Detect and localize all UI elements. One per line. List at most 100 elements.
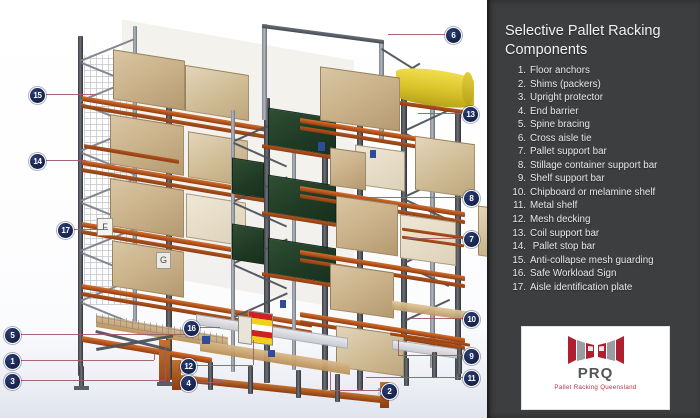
component-number: 2. <box>517 78 526 90</box>
component-number: 1. <box>517 65 526 76</box>
component-number: 4. <box>517 105 526 117</box>
leader-line-10 <box>410 318 463 319</box>
leader-line-3-riser <box>165 348 166 380</box>
component-list-item-9: 9.Shelf support bar <box>509 172 699 186</box>
leader-line-7 <box>406 238 463 239</box>
leader-line-9-riser <box>398 340 399 355</box>
component-number: 3. <box>517 92 526 104</box>
frame-tag <box>370 150 376 158</box>
component-list-item-3: 3. Upright protector <box>509 91 699 105</box>
carton <box>415 135 475 199</box>
component-number: 16. <box>512 268 526 280</box>
leader-line-8 <box>352 197 463 198</box>
leader-line-1 <box>19 360 154 361</box>
component-number: 6. <box>517 132 526 144</box>
carton <box>336 195 398 257</box>
carton <box>330 147 366 191</box>
component-label: Stillage container support bar <box>530 159 658 171</box>
logo-card: PRQ Pallet Racking Queensland <box>521 326 670 410</box>
component-label: Floor anchors <box>530 65 590 76</box>
callout-4[interactable]: 4 <box>180 375 197 392</box>
component-list-item-1: 1. Floor anchors <box>509 64 699 78</box>
upright-rear-left <box>78 36 83 376</box>
component-number: 15. <box>512 254 526 266</box>
upright-protector <box>159 340 170 384</box>
logo-tagline: Pallet Racking Queensland <box>554 384 637 391</box>
leader-line-4 <box>195 382 225 383</box>
upright-base <box>208 362 213 390</box>
aisle-identification-plate: F <box>97 218 113 236</box>
leader-line-12 <box>195 365 253 366</box>
safe-workload-sign-side <box>238 315 252 345</box>
leader-line-12-riser <box>253 340 254 365</box>
component-number: 11. <box>513 200 526 212</box>
component-list-item-10: 10.Chipboard or melamine shelf <box>509 186 699 200</box>
component-list-item-14: 14. Pallet stop bar <box>509 240 699 254</box>
component-list-item-6: 6. Cross aisle tie <box>509 132 699 146</box>
component-label: Chipboard or melamine shelf <box>530 186 656 198</box>
component-label: Upright protector <box>530 92 603 104</box>
component-list-item-7: 7. Pallet support bar <box>509 145 699 159</box>
component-list-item-2: 2. Shims (packers) <box>509 78 699 92</box>
frame-tag <box>268 350 275 357</box>
callout-9[interactable]: 9 <box>463 348 480 365</box>
callout-17[interactable]: 17 <box>57 222 74 239</box>
component-label: Anti-collapse mesh guarding <box>530 254 654 266</box>
prq-logo-mark <box>567 336 624 364</box>
component-label: Mesh decking <box>530 214 591 226</box>
leader-line-14 <box>44 160 86 161</box>
callout-6[interactable]: 6 <box>445 27 462 44</box>
carton <box>478 205 487 261</box>
frame-tag <box>280 300 286 308</box>
component-list-item-15: 15. Anti-collapse mesh guarding <box>509 254 699 268</box>
component-number: 5. <box>517 119 526 131</box>
leader-line-16 <box>198 327 220 328</box>
leader-line-6 <box>388 34 445 35</box>
upright-base <box>404 358 409 386</box>
component-label: Cross aisle tie <box>530 132 592 144</box>
leader-line-5 <box>19 334 191 335</box>
component-label: Pallet stop bar <box>530 241 596 253</box>
component-list-item-11: 11. Metal shelf <box>509 199 699 213</box>
callout-16[interactable]: 16 <box>183 320 200 337</box>
upright-base <box>335 374 340 402</box>
callout-11[interactable]: 11 <box>463 370 480 387</box>
callout-15[interactable]: 15 <box>29 87 46 104</box>
upright-base <box>432 352 437 378</box>
component-label: Shims (packers) <box>530 78 601 90</box>
callout-12[interactable]: 12 <box>180 358 197 375</box>
upright-mid-a <box>264 98 270 383</box>
component-label: Spine bracing <box>530 119 590 131</box>
callout-8[interactable]: 8 <box>463 190 480 207</box>
upright-base <box>79 366 84 388</box>
stillage-container <box>232 223 264 265</box>
callout-3[interactable]: 3 <box>4 373 21 390</box>
callout-13[interactable]: 13 <box>462 106 479 123</box>
component-number: 7. <box>517 146 526 158</box>
component-list-item-4: 4.End barrier <box>509 105 699 119</box>
component-list-item-17: 17.Aisle identification plate <box>509 281 699 295</box>
component-list-item-12: 12. Mesh decking <box>509 213 699 227</box>
component-list-item-8: 8. Stillage container support bar <box>509 159 699 173</box>
callout-14[interactable]: 14 <box>29 153 46 170</box>
component-number: 13. <box>512 227 526 239</box>
stillage-container <box>232 157 264 199</box>
leader-line-17 <box>72 229 108 230</box>
leader-line-11 <box>366 377 463 378</box>
callout-2[interactable]: 2 <box>381 383 398 400</box>
component-label: Shelf support bar <box>530 173 605 185</box>
component-number: 8. <box>517 159 526 171</box>
callout-5[interactable]: 5 <box>4 327 21 344</box>
component-label: Metal shelf <box>530 200 578 212</box>
component-number: 14. <box>512 241 526 253</box>
component-number: 17. <box>512 281 526 293</box>
logo-wordmark: PRQ <box>577 365 614 382</box>
callout-10[interactable]: 10 <box>463 311 480 328</box>
callout-1[interactable]: 1 <box>4 353 21 370</box>
component-label: Safe Workload Sign <box>530 268 617 280</box>
component-label: Pallet support bar <box>530 146 607 158</box>
frame-tag <box>202 336 210 344</box>
carton <box>320 66 400 132</box>
component-number: 12. <box>512 214 526 226</box>
callout-7[interactable]: 7 <box>463 231 480 248</box>
